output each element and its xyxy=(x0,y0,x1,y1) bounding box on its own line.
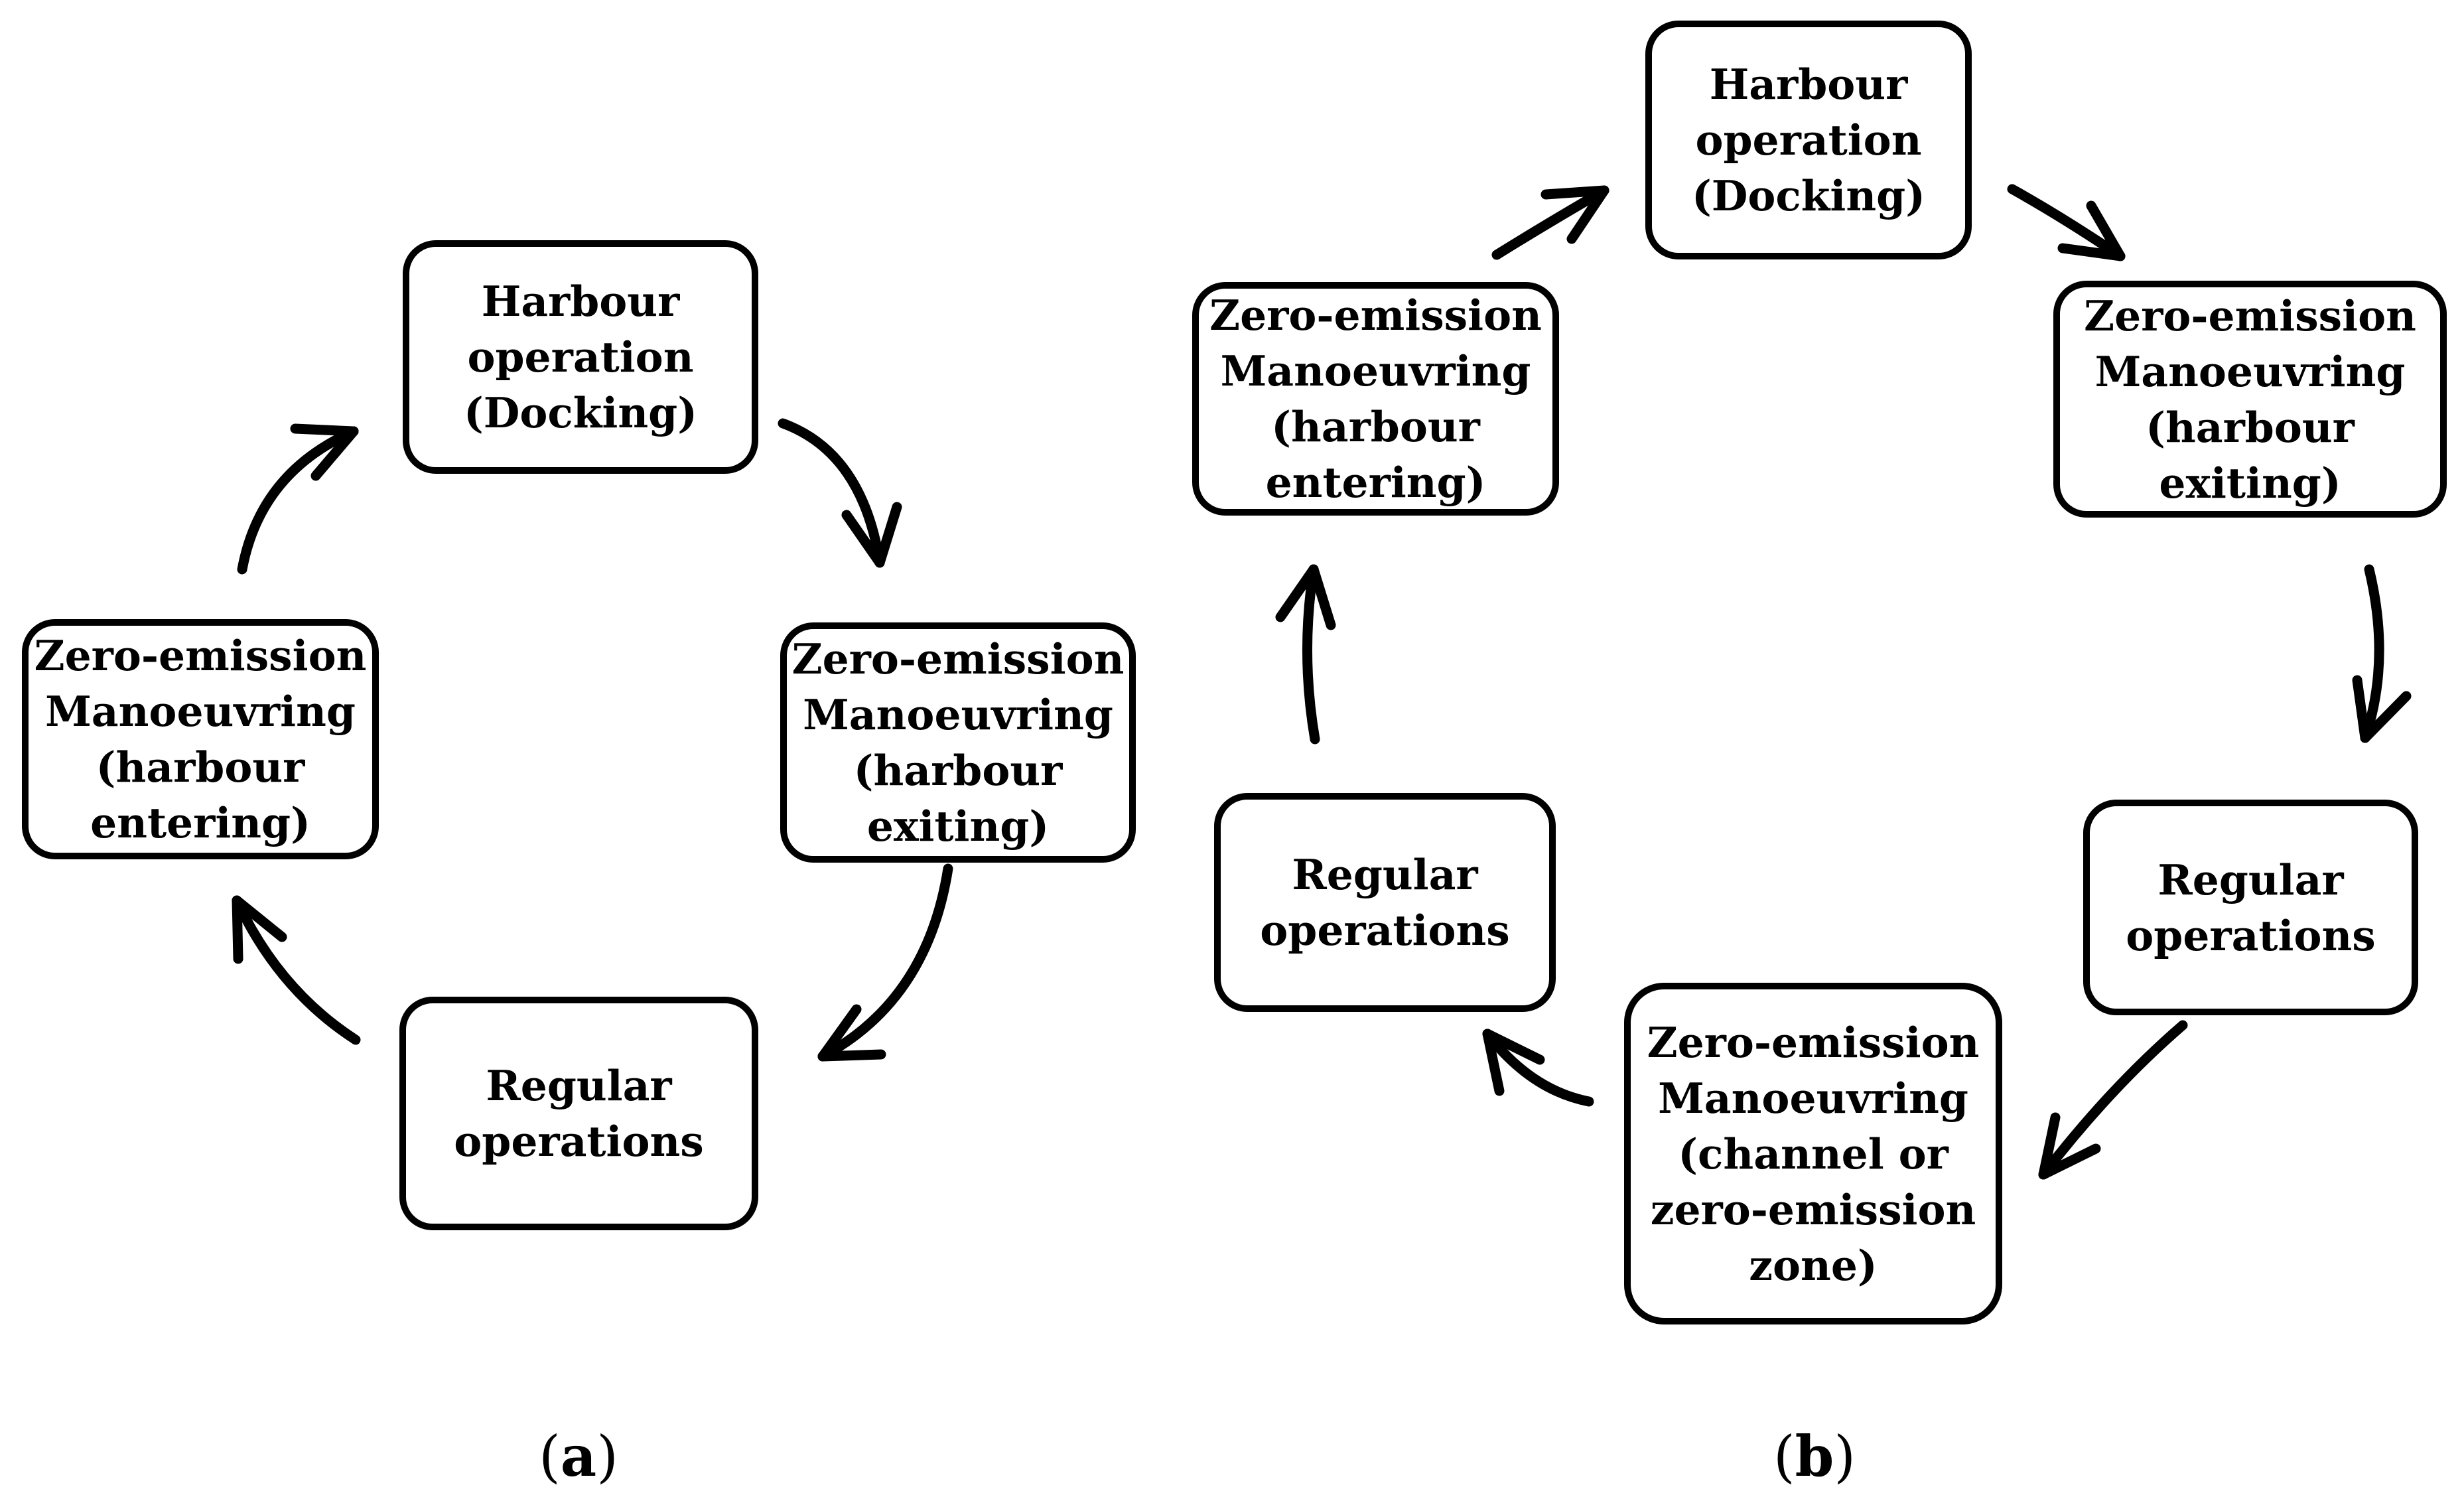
node-label: Harbour operation (Docking) xyxy=(463,277,698,437)
arrow-b-docking-to-exiting xyxy=(2007,184,2126,261)
arrow-b-regular-right-to-zone xyxy=(2038,1020,2188,1180)
node-label: Zero-emission Manoeuvring (harbour enter… xyxy=(34,631,367,847)
caption-paren-open: ( xyxy=(1773,1424,1795,1489)
node-a-regular-operations: Regular operations xyxy=(399,997,758,1230)
node-b-regular-operations-right: Regular operations xyxy=(2083,800,2418,1015)
node-label: Zero-emission Manoeuvring (harbour exiti… xyxy=(2084,291,2416,508)
node-b-harbour-operation-docking: Harbour operation (Docking) xyxy=(1645,21,1972,259)
panel-a-caption: (a) xyxy=(472,1420,685,1493)
node-b-zero-emission-manoeuvring-harbour-entering: Zero-emission Manoeuvring (harbour enter… xyxy=(1192,282,1559,516)
node-b-regular-operations-left: Regular operations xyxy=(1214,793,1556,1012)
arrow-b-regular-left-to-entering xyxy=(1275,564,1336,745)
caption-paren-open: ( xyxy=(539,1424,561,1489)
node-label: Regular operations xyxy=(2126,855,2376,960)
caption-letter-a: a xyxy=(560,1423,597,1489)
caption-paren-close: ) xyxy=(596,1424,618,1489)
node-label: Regular operations xyxy=(1260,850,1510,955)
arrow-b-entering-to-docking xyxy=(1491,185,1609,260)
node-label: Regular operations xyxy=(454,1061,704,1166)
arrow-a-entering-to-docking xyxy=(237,423,359,575)
node-label: Zero-emission Manoeuvring (harbour exiti… xyxy=(791,634,1125,851)
node-label: Harbour operation (Docking) xyxy=(1691,60,1926,220)
node-a-zero-emission-manoeuvring-harbour-exiting: Zero-emission Manoeuvring (harbour exiti… xyxy=(780,622,1136,863)
arrow-b-exiting-to-regular-right xyxy=(2352,564,2412,743)
caption-paren-close: ) xyxy=(1834,1424,1856,1489)
arrow-a-docking-to-exiting xyxy=(778,418,902,568)
node-a-zero-emission-manoeuvring-harbour-entering: Zero-emission Manoeuvring (harbour enter… xyxy=(22,619,379,859)
node-b-zero-emission-manoeuvring-channel-zone: Zero-emission Manoeuvring (channel or ze… xyxy=(1624,983,2002,1324)
node-label: Zero-emission Manoeuvring (harbour enter… xyxy=(1209,291,1542,507)
panel-b-caption: (b) xyxy=(1708,1420,1921,1493)
caption-letter-b: b xyxy=(1795,1423,1834,1489)
arrow-a-regular-to-entering xyxy=(232,895,361,1045)
node-a-harbour-operation-docking: Harbour operation (Docking) xyxy=(403,240,758,474)
node-label: Zero-emission Manoeuvring (channel or ze… xyxy=(1647,1017,1980,1290)
arrow-a-exiting-to-regular xyxy=(817,863,953,1062)
node-b-zero-emission-manoeuvring-harbour-exiting: Zero-emission Manoeuvring (harbour exiti… xyxy=(2053,281,2447,518)
arrow-b-zone-to-regular-left xyxy=(1482,1029,1594,1107)
